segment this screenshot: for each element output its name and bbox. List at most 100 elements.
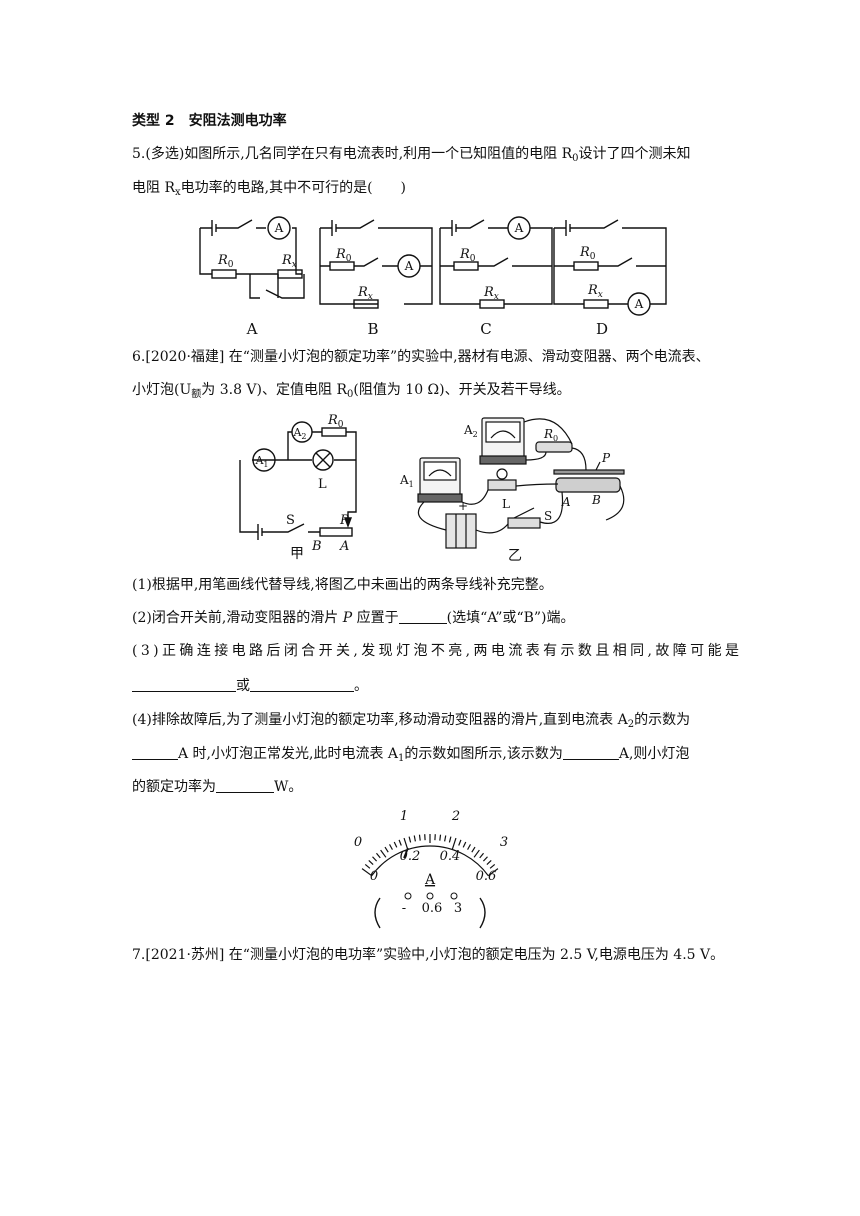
dial-tick — [467, 844, 471, 850]
dial-tick — [439, 834, 442, 841]
dial-tick — [486, 860, 492, 866]
q5-line1: 5.(多选)如图所示,几名同学在只有电流表时,利用一个已知阻值的电阻 R0设计了… — [132, 146, 691, 164]
circuit-a — [199, 216, 305, 299]
section-label: 类型 2 — [132, 113, 175, 129]
inner-tick-3: 0.6 — [476, 869, 497, 884]
answer-blank[interactable] — [398, 609, 447, 624]
svg-text:P: P — [601, 451, 611, 465]
svg-text:R0: R0 — [217, 253, 234, 270]
q6-sub1: (1)根据甲,用笔画线代替导线,将图乙中未画出的两条导线补充完整。 — [132, 577, 553, 593]
option-c-label: C — [480, 320, 491, 338]
svg-text:P: P — [339, 513, 349, 528]
outer-tick-0: 0 — [354, 835, 362, 850]
q7-line1: 7.[2021·苏州] 在“测量小灯泡的电功率”实验中,小灯泡的额定电压为 2.… — [132, 947, 725, 963]
terminal-3: 3 — [454, 901, 462, 916]
section-title: 安阻法测电功率 — [188, 113, 287, 129]
dial-needle — [403, 847, 409, 859]
dial-tick — [487, 868, 499, 877]
dial-tick — [462, 841, 467, 848]
q6-sub3: (3)正确连接电路后闭合开关,发现灯泡不亮,两电流表有示数且相同,故障可能是 — [132, 643, 743, 659]
svg-text:R0: R0 — [459, 247, 476, 264]
terminal-06: 0.6 — [422, 901, 443, 916]
ammeter-b-label: A — [404, 259, 414, 273]
svg-text:B: B — [591, 493, 601, 507]
dial-tick — [448, 836, 452, 843]
terminal-minus: - — [402, 901, 406, 916]
circuit-d — [553, 219, 667, 316]
svg-text:L: L — [318, 477, 327, 492]
q5-circuits-figure: A A A A R0 Rx R0 Rx R0 Rx R0 Rx A B C D — [199, 216, 667, 338]
inner-tick-2: 0.4 — [440, 849, 461, 864]
ammeter-d-label: A — [634, 297, 644, 311]
q6-sub3-blanks: 或。 — [132, 676, 368, 696]
svg-text:Rx: Rx — [483, 285, 499, 302]
q6-figure-yi: A2 A1 R0 L S P A B + 乙 — [399, 417, 625, 564]
ammeter-a-label: A — [274, 221, 284, 235]
answer-blank[interactable] — [216, 778, 274, 793]
dial-tick — [471, 846, 476, 853]
dial-arc — [371, 845, 489, 877]
dial-tick — [368, 860, 374, 866]
svg-text:R0: R0 — [543, 427, 558, 443]
dial-tick — [384, 846, 389, 853]
dial-tick — [375, 852, 381, 859]
dial-tick — [482, 856, 488, 862]
circuit-c — [439, 216, 553, 309]
svg-text:A: A — [339, 539, 349, 554]
q6-line1: 6.[2020·福建] 在“测量小灯泡的额定功率”的实验中,器材有电源、滑动变阻… — [132, 349, 710, 365]
dial-tick — [418, 834, 421, 841]
outer-tick-1: 1 — [400, 809, 408, 824]
q6-sub2: (2)闭合开关前,滑动变阻器的滑片 P 应置于(选填“A”或“B”)端。 — [132, 609, 575, 626]
svg-text:Rx: Rx — [281, 253, 297, 270]
inner-tick-0: 0 — [370, 869, 378, 884]
q6-sub4-line1: (4)排除故障后,为了测量小灯泡的额定功率,移动滑动变阻器的滑片,直到电流表 A… — [132, 712, 691, 730]
dial-tick — [398, 839, 402, 846]
dial-tick — [489, 863, 496, 869]
dial-tick — [393, 841, 398, 848]
q6-line2: 小灯泡(U额为 3.8 V)、定值电阻 R0(阻值为 10 Ω)、开关及若干导线… — [132, 382, 571, 400]
svg-text:A2: A2 — [292, 426, 306, 441]
dial-unit: A — [424, 872, 436, 888]
dial-tick — [444, 835, 447, 842]
answer-blank[interactable] — [562, 745, 619, 760]
q5-line2: 电阻 Rx电功率的电路,其中不可行的是( ) — [132, 180, 407, 198]
circuit-b — [319, 219, 433, 309]
dial-tick — [364, 863, 371, 869]
option-d-label: D — [596, 320, 608, 338]
svg-text:+: + — [458, 499, 468, 513]
option-b-label: B — [367, 320, 378, 338]
dial-tick — [451, 837, 457, 850]
q6-figure-jia: A1 A2 R0 L S P B A 甲 — [239, 413, 357, 562]
answer-blank[interactable] — [132, 677, 236, 692]
svg-text:Rx: Rx — [587, 283, 603, 300]
dial-tick — [380, 849, 387, 858]
svg-text:B: B — [311, 539, 322, 554]
inner-tick-1: 0.2 — [400, 849, 421, 864]
svg-text:L: L — [502, 497, 510, 511]
dial-tick — [408, 836, 412, 843]
ammeter-dial-figure: 0 1 2 3 0 0.2 0.4 0.6 A - 0.6 3 — [354, 809, 508, 929]
svg-text:R0: R0 — [335, 247, 352, 264]
answer-blank[interactable] — [132, 745, 178, 760]
svg-text:A1: A1 — [399, 473, 414, 489]
dial-tick — [473, 849, 480, 858]
svg-text:A: A — [561, 495, 571, 509]
answer-blank[interactable] — [250, 677, 354, 692]
svg-text:A2: A2 — [463, 423, 478, 439]
option-a-label: A — [246, 320, 258, 338]
svg-text:Rx: Rx — [357, 285, 373, 302]
svg-text:A1: A1 — [254, 454, 268, 469]
svg-text:R0: R0 — [579, 245, 596, 262]
dial-tick — [389, 844, 393, 850]
dial-tick — [372, 856, 378, 862]
svg-text:甲: 甲 — [290, 546, 304, 562]
svg-text:S: S — [286, 513, 295, 528]
dial-tick — [403, 837, 409, 850]
outer-tick-3: 3 — [500, 835, 508, 850]
dial-tick — [361, 868, 373, 877]
svg-text:R0: R0 — [327, 413, 344, 430]
svg-text:S: S — [544, 509, 552, 523]
